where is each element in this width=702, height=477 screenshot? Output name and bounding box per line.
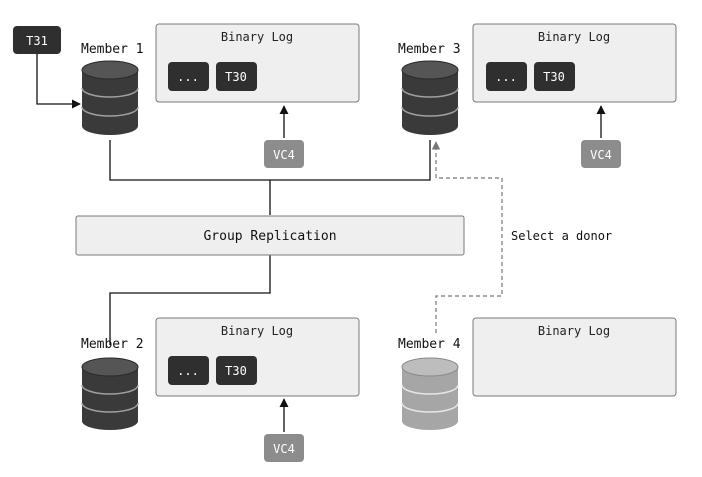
svg-text:...: ... — [495, 70, 517, 84]
member-1-label: Member 1 — [81, 42, 144, 57]
svg-text:VC4: VC4 — [273, 148, 295, 162]
view-change-vc4-member2: VC4 — [264, 434, 304, 462]
select-donor-label: Select a donor — [511, 229, 612, 243]
view-change-vc4-member3: VC4 — [581, 140, 621, 168]
member-4-binary-log: Binary Log — [472, 317, 677, 397]
member-4-label: Member 4 — [398, 337, 461, 352]
svg-text:T30: T30 — [225, 364, 247, 378]
log-t30-chip — [216, 356, 257, 385]
member-1-database-icon — [81, 60, 139, 135]
svg-text:...: ... — [177, 364, 199, 378]
member-2-label: Member 2 — [81, 337, 144, 352]
binary-log-title: Binary Log — [221, 324, 293, 338]
svg-text:T30: T30 — [543, 70, 565, 84]
svg-text:VC4: VC4 — [273, 442, 295, 456]
group-replication-bar: Group Replication — [75, 215, 465, 256]
transaction-t31-chip: T31 — [13, 26, 61, 54]
view-change-vc4-member1: VC4 — [264, 140, 304, 168]
binary-log-title: Binary Log — [538, 30, 610, 44]
svg-text:T30: T30 — [225, 70, 247, 84]
member-2-binary-log: Binary Log ... T30 — [155, 317, 360, 397]
svg-text:VC4: VC4 — [590, 148, 612, 162]
log-ellipsis-chip — [168, 356, 209, 385]
log-ellipsis-chip — [168, 62, 209, 91]
log-ellipsis-chip — [486, 62, 527, 91]
t31-arrow — [36, 54, 81, 109]
member-4-database-icon — [401, 357, 459, 430]
group-replication-label: Group Replication — [203, 229, 336, 244]
binary-log-title: Binary Log — [538, 324, 610, 338]
donor-selection-arrow — [431, 141, 503, 333]
gr-to-member2-line — [109, 255, 271, 345]
binary-log-title: Binary Log — [221, 30, 293, 44]
member-3-label: Member 3 — [398, 42, 461, 57]
log-t30-chip — [534, 62, 575, 91]
svg-text:T31: T31 — [26, 34, 48, 48]
member-2-database-icon — [81, 357, 139, 430]
connection-lines — [109, 140, 431, 345]
member-3-database-icon — [401, 60, 459, 135]
svg-text:...: ... — [177, 70, 199, 84]
member-3-binary-log: Binary Log ... T30 — [472, 23, 677, 103]
member-1-binary-log: Binary Log ... T30 — [155, 23, 360, 103]
log-t30-chip — [216, 62, 257, 91]
